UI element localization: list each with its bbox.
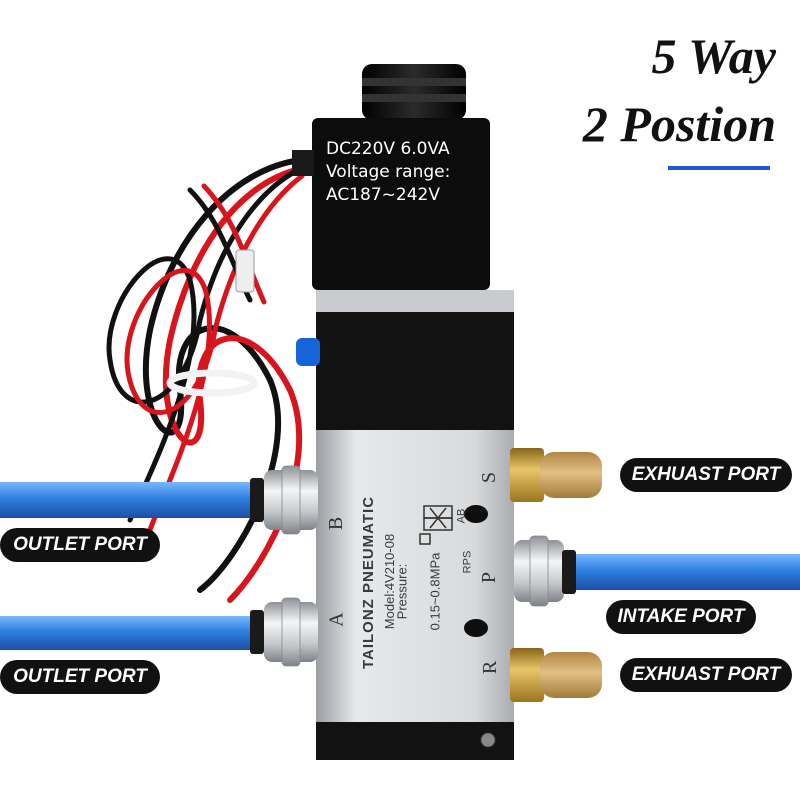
title-line-1: 5 Way <box>651 28 776 84</box>
knob-groove <box>362 94 466 102</box>
valve-pressure-value: 0.15~0.8MPa <box>427 552 443 631</box>
title-line-2: 2 Postion <box>582 96 776 152</box>
cable-tie <box>166 369 258 397</box>
valve-symbol-bottom: RPS <box>461 550 474 574</box>
wire-grommet <box>292 150 314 176</box>
outlet-fitting-upper <box>250 465 318 535</box>
valve-pressure-label: Pressure: <box>394 563 410 620</box>
intake-fitting <box>514 535 576 607</box>
coil-voltage-label: Voltage range: <box>326 162 451 182</box>
valve-body <box>316 430 514 722</box>
port-letter-s: S <box>478 471 501 484</box>
port-letter-b: B <box>325 516 348 531</box>
exhaust-muffler-upper <box>510 448 602 502</box>
callout-intake: INTAKE PORT <box>606 600 756 634</box>
outlet-fitting-lower <box>250 597 318 667</box>
valve-brand: TAILONZ PNEUMATIC <box>360 495 378 670</box>
mount-hole-upper <box>464 505 488 523</box>
mount-hole-lower <box>464 619 488 637</box>
coil-knob <box>362 64 466 120</box>
valve-circuit-symbol <box>419 505 453 545</box>
callout-exhaust-upper: EXHUAST PORT <box>620 458 792 492</box>
actuator-housing <box>316 312 514 430</box>
callout-outlet-lower: OUTLET PORT <box>0 660 160 694</box>
port-letter-p: P <box>478 571 501 584</box>
outlet-tube-upper <box>0 482 262 518</box>
port-letter-r: R <box>479 660 502 675</box>
actuator-collar <box>316 290 514 316</box>
port-letter-a: A <box>325 612 348 627</box>
solenoid-coil <box>312 118 490 290</box>
exhaust-muffler-lower <box>510 648 602 702</box>
manual-override-button <box>296 338 320 366</box>
knob-groove <box>362 78 466 86</box>
outlet-tube-lower <box>0 616 262 650</box>
callout-exhaust-lower: EXHUAST PORT <box>620 658 792 692</box>
valve-symbol-top: AB <box>455 508 468 524</box>
wire-connector <box>235 249 255 293</box>
end-screw <box>480 732 496 748</box>
intake-tube <box>560 554 800 590</box>
coil-rating: DC220V 6.0VA <box>326 139 450 159</box>
callout-outlet-upper: OUTLET PORT <box>0 528 160 562</box>
title-underline <box>668 166 770 170</box>
coil-voltage-range: AC187~242V <box>326 185 440 205</box>
